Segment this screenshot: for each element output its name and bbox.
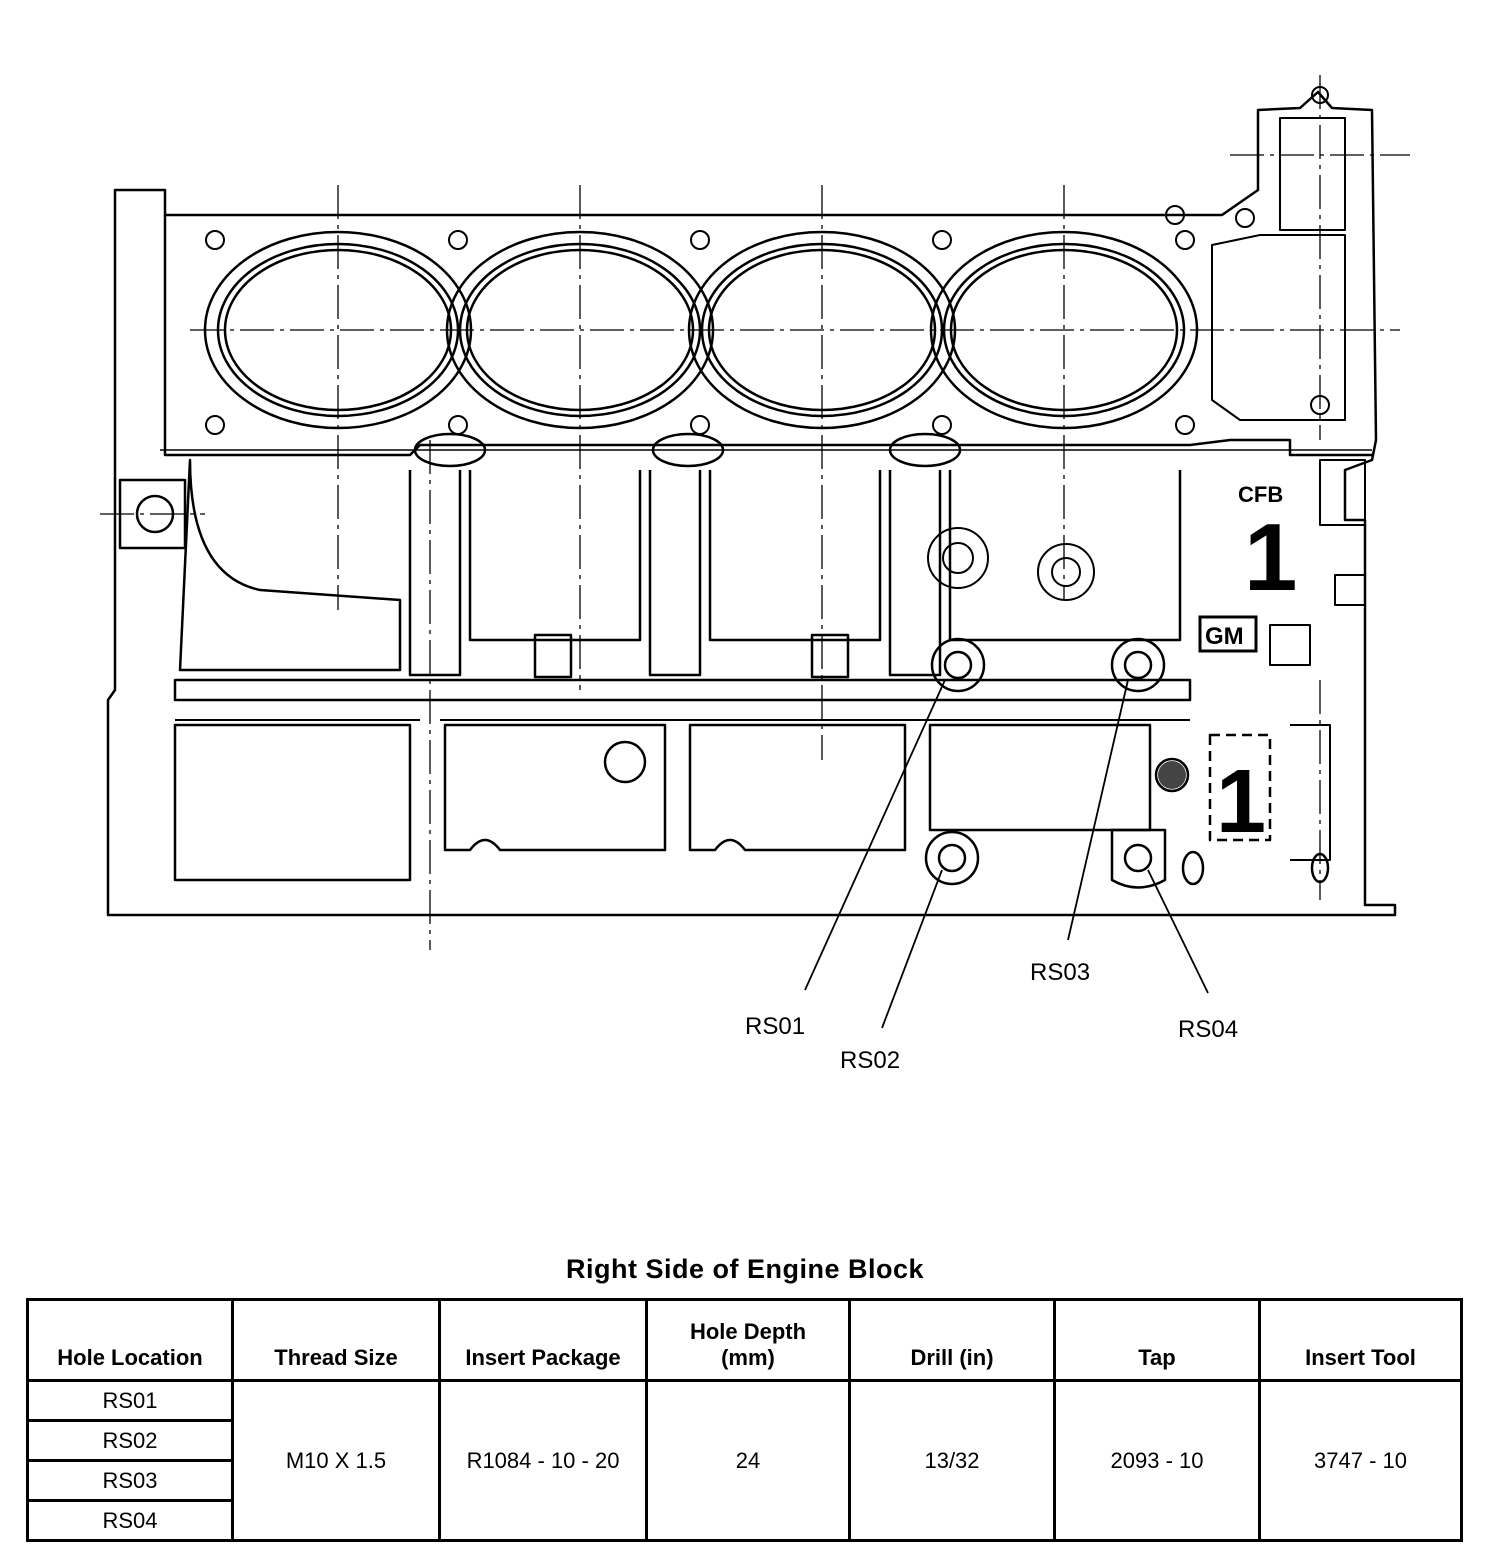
- header-insert-package: Insert Package: [438, 1298, 648, 1382]
- table-row: RS01 M10 X 1.5 R1084 - 10 - 20 24 13/32 …: [26, 1379, 1463, 1542]
- callout-leaders: [804, 679, 1209, 1029]
- table-row: RS02: [26, 1419, 1462, 1462]
- header-hole-depth-label: Hole Depth: [689, 1319, 807, 1344]
- hole-location-cell: RS03: [26, 1459, 234, 1502]
- gm-logo-frame: [1198, 615, 1258, 653]
- insert-spec-table: Hole Location Thread Size Insert Package…: [26, 1298, 1463, 1542]
- callout-rs04: RS04: [1178, 1016, 1238, 1043]
- upper-number-mark: 1: [1244, 504, 1297, 611]
- header-drill: Drill (in): [848, 1298, 1056, 1382]
- header-tap: Tap: [1053, 1298, 1261, 1382]
- tap-cell: 2093 - 10: [1053, 1379, 1261, 1542]
- hole-location-cell: RS02: [26, 1419, 234, 1462]
- hatched-plug: [1158, 761, 1186, 789]
- hole-rs02: [924, 830, 980, 886]
- callout-rs03: RS03: [1030, 959, 1090, 986]
- hole-rs01: [930, 637, 986, 693]
- thread-size-cell: M10 X 1.5: [231, 1379, 441, 1542]
- header-insert-tool: Insert Tool: [1258, 1298, 1463, 1382]
- centerlines: [100, 75, 1410, 950]
- cfb-mark: CFB: [1238, 482, 1283, 507]
- insert-package-cell: R1084 - 10 - 20: [438, 1379, 648, 1542]
- hole-rs04: [1110, 828, 1167, 889]
- hole-depth-cell: 24: [645, 1379, 851, 1542]
- lower-number-mark: 1: [1216, 752, 1266, 852]
- header-hole-depth: Hole Depth (mm): [645, 1298, 851, 1382]
- hole-rs03: [1110, 637, 1166, 693]
- header-hole-location: Hole Location: [26, 1298, 234, 1382]
- engine-block-diagram: CFB 1 GM 1 RS01 RS02 RS03 RS04: [100, 75, 1410, 1074]
- insert-tool-cell: 3747 - 10: [1258, 1379, 1463, 1542]
- header-hole-depth-unit: (mm): [721, 1345, 775, 1370]
- hole-location-cell: RS01: [26, 1379, 234, 1422]
- hole-location-cell: RS04: [26, 1499, 234, 1542]
- table-row: RS04: [26, 1499, 1462, 1542]
- table-header-row: Hole Location Thread Size Insert Package…: [26, 1298, 1463, 1382]
- header-thread-size: Thread Size: [231, 1298, 441, 1382]
- table-caption: Right Side of Engine Block: [565, 1254, 924, 1284]
- block-outline: [106, 90, 1397, 917]
- table-row: RS03: [26, 1459, 1462, 1502]
- gm-logo: GM: [1205, 623, 1244, 650]
- callout-rs01: RS01: [745, 1013, 805, 1040]
- drill-cell: 13/32: [848, 1379, 1056, 1542]
- deck-bolt-holes: [205, 86, 1330, 435]
- callout-rs02: RS02: [840, 1047, 900, 1074]
- pan-rail: [173, 678, 1192, 702]
